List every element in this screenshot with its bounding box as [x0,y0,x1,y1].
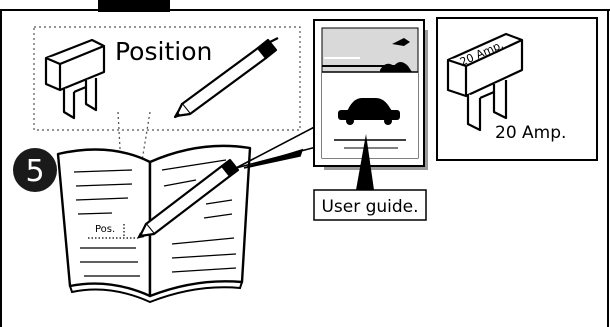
step-number-badge: 5 [13,148,57,192]
user-guide-booklet [314,20,428,170]
fuse-icon [46,40,104,118]
pos-abbrev-label: Pos. [95,224,115,235]
position-label: Position [115,37,212,66]
guide-connector [236,122,324,168]
step-number-text: 5 [25,154,44,189]
fuse-rating-caption: 20 Amp. [495,123,566,143]
header-tab [98,0,170,12]
user-guide-label: User guide. [321,197,418,217]
